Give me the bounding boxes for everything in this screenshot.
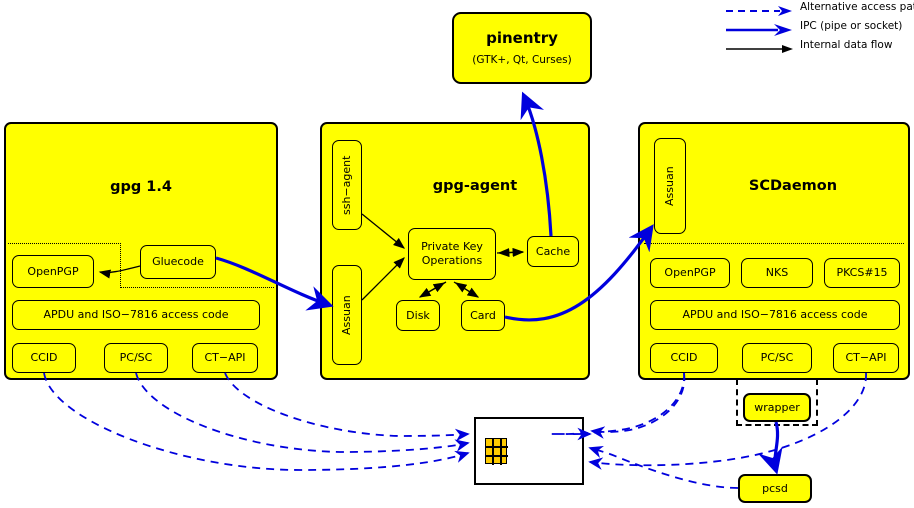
gpg-agent-assuan-box[interactable]: Assuan (332, 265, 362, 365)
scdaemon-app-nks[interactable]: NKS (741, 258, 813, 288)
pinentry-title: pinentry (486, 28, 558, 47)
gpg-apdu-label: APDU and ISO−7816 access code (43, 308, 229, 322)
scdaemon-app-pkcs15[interactable]: PKCS#15 (824, 258, 900, 288)
assuan-label: Assuan (663, 166, 677, 206)
pinentry-subtitle: (GTK+, Qt, Curses) (472, 54, 572, 67)
scdaemon-driver-pcsc[interactable]: PC/SC (742, 343, 812, 373)
scdaemon-driver-label: CT−API (845, 351, 887, 365)
gpg-agent-disk-box[interactable]: Disk (396, 300, 440, 331)
private-key-ops-line2: Operations (421, 254, 483, 267)
scdaemon-app-label: PKCS#15 (836, 266, 888, 280)
scdaemon-driver-ctapi[interactable]: CT−API (833, 343, 899, 373)
gpg-agent-card-box[interactable]: Card (461, 300, 505, 331)
assuan-label: Assuan (340, 295, 354, 335)
gpg-driver-ctapi[interactable]: CT−API (192, 343, 258, 373)
pinentry-box[interactable]: pinentry (GTK+, Qt, Curses) (452, 12, 592, 84)
pcsd-box[interactable]: pcsd (738, 474, 812, 503)
gpg-openpgp-box[interactable]: OpenPGP (12, 255, 94, 288)
scdaemon-apdu-label: APDU and ISO−7816 access code (682, 308, 868, 322)
gpg-driver-label: PC/SC (119, 351, 153, 365)
scdaemon-app-label: OpenPGP (664, 266, 716, 280)
private-key-ops-line1: Private Key (421, 240, 483, 254)
gpg-agent-panel-title: gpg-agent (432, 178, 518, 194)
gpg-driver-label: CCID (30, 351, 58, 365)
scdaemon-assuan-box[interactable]: Assuan (654, 138, 686, 234)
gpg-apdu-box[interactable]: APDU and ISO−7816 access code (12, 300, 260, 330)
scdaemon-driver-ccid[interactable]: CCID (650, 343, 718, 373)
gpg-gluecode-box[interactable]: Gluecode (140, 245, 216, 279)
legend-item-alternative-access-paths: Alternative access paths (722, 1, 914, 20)
legend-label: Internal data flow (800, 39, 893, 51)
gpg-agent-ssh-agent-box[interactable]: ssh−agent (332, 140, 362, 230)
pcsd-label: pcsd (762, 481, 788, 495)
gpg-gluecode-label: Gluecode (152, 255, 204, 269)
gpg-openpgp-label: OpenPGP (27, 264, 79, 278)
scdaemon-driver-label: PC/SC (760, 351, 794, 365)
scdaemon-app-openpgp[interactable]: OpenPGP (650, 258, 730, 288)
wrapper-label: wrapper (754, 400, 800, 414)
smartcard-chip-icon (485, 438, 508, 465)
wrapper-box[interactable]: wrapper (743, 393, 811, 422)
legend-label: Alternative access paths (800, 1, 914, 13)
gpg-panel-title: gpg 1.4 (110, 179, 172, 195)
gpg-driver-ccid[interactable]: CCID (12, 343, 76, 373)
ssh-agent-label: ssh−agent (340, 155, 354, 215)
gpg-agent-cache-box[interactable]: Cache (527, 236, 579, 267)
cache-label: Cache (535, 244, 571, 258)
scdaemon-driver-label: CCID (670, 351, 698, 365)
scdaemon-panel-title: SCDaemon (748, 178, 838, 194)
disk-label: Disk (406, 308, 430, 322)
private-key-operations-box[interactable]: Private Key Operations (408, 228, 496, 280)
scdaemon-apdu-box[interactable]: APDU and ISO−7816 access code (650, 300, 900, 330)
legend: Alternative access paths IPC (pipe or so… (722, 0, 914, 58)
legend-item-ipc: IPC (pipe or socket) (722, 20, 914, 39)
legend-label: IPC (pipe or socket) (800, 20, 903, 32)
card-label: Card (470, 308, 496, 322)
legend-item-internal-data-flow: Internal data flow (722, 39, 914, 58)
gpg-driver-label: CT−API (204, 351, 246, 365)
scdaemon-app-label: NKS (765, 266, 789, 280)
gpg-driver-pcsc[interactable]: PC/SC (104, 343, 168, 373)
